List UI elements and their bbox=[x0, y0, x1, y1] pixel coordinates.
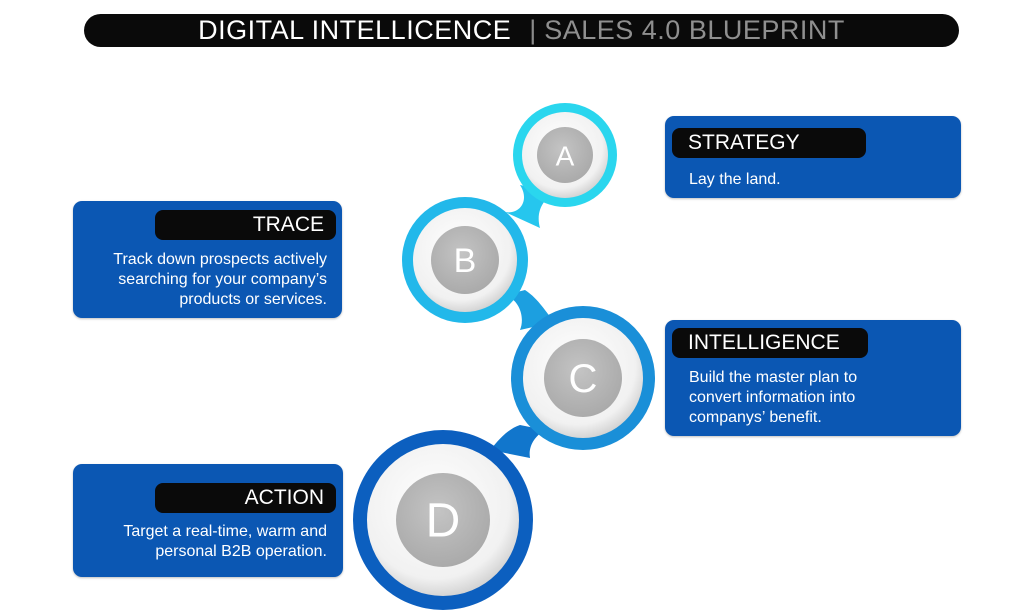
page-title: DIGITAL INTELLICENCE bbox=[198, 15, 512, 45]
action-line-1: Target a real-time, warm and bbox=[123, 523, 327, 540]
node-a: A bbox=[513, 103, 617, 207]
title-bar: DIGITAL INTELLICENCE | SALES 4.0 BLUEPRI… bbox=[84, 14, 959, 47]
node-d: D bbox=[353, 430, 533, 610]
strategy-description: Lay the land. bbox=[689, 171, 781, 188]
page-subtitle: SALES 4.0 BLUEPRINT bbox=[544, 15, 845, 45]
strategy-title: STRATEGY bbox=[672, 128, 866, 158]
action-card bbox=[73, 464, 343, 577]
action-line-2: personal B2B operation. bbox=[155, 543, 327, 560]
node-b-letter: B bbox=[454, 242, 477, 280]
node-c: C bbox=[511, 306, 655, 450]
node-c-letter: C bbox=[569, 357, 598, 401]
trace-line-1: Track down prospects actively bbox=[113, 251, 327, 268]
trace-line-3: products or services. bbox=[179, 291, 327, 308]
action-title: ACTION bbox=[155, 483, 336, 513]
intelligence-description: Build the master plan to convert informa… bbox=[689, 368, 949, 428]
intelligence-title: INTELLIGENCE bbox=[672, 328, 868, 358]
node-a-letter: A bbox=[556, 141, 575, 172]
connector-c-d bbox=[490, 425, 545, 458]
trace-description: Track down prospects actively searching … bbox=[78, 250, 327, 310]
trace-title: TRACE bbox=[155, 210, 336, 240]
trace-line-2: searching for your company’s bbox=[118, 271, 327, 288]
title-separator: | bbox=[529, 15, 537, 45]
intelligence-line-2: convert information into bbox=[689, 389, 856, 406]
action-description: Target a real-time, warm and personal B2… bbox=[78, 522, 327, 562]
intelligence-line-1: Build the master plan to bbox=[689, 369, 858, 386]
intelligence-line-3: companys’ benefit. bbox=[689, 409, 822, 426]
node-d-letter: D bbox=[426, 495, 461, 548]
node-b: B bbox=[402, 197, 528, 323]
